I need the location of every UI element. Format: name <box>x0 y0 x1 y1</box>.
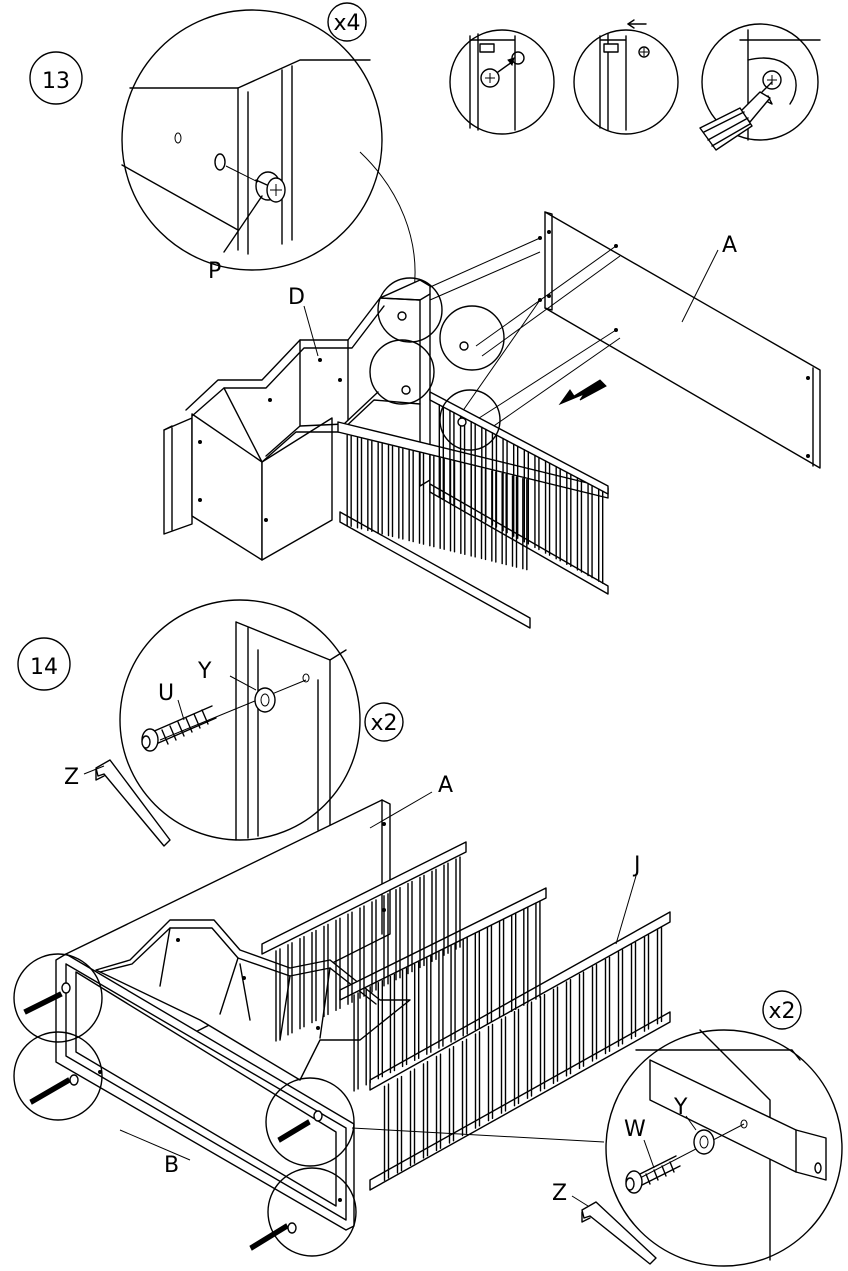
svg-text:D: D <box>288 285 305 310</box>
rail-slats-step13 <box>337 391 609 629</box>
joint-detail-circles-step13 <box>369 277 505 451</box>
svg-text:Z: Z <box>64 765 79 790</box>
step-13-detail-circle: P x4 <box>121 2 416 291</box>
push-panel-icon <box>573 19 679 135</box>
svg-text:J: J <box>632 853 641 878</box>
allen-key-z-right: Z <box>552 1181 657 1265</box>
svg-text:x2: x2 <box>768 999 795 1024</box>
svg-text:x2: x2 <box>370 711 397 736</box>
panel-a-step13: A <box>544 211 821 469</box>
step-14-number: 14 <box>17 637 71 691</box>
svg-text:Z: Z <box>552 1181 567 1206</box>
step-13-number: 13 <box>29 51 83 105</box>
svg-text:U: U <box>158 681 174 706</box>
step-13: 13 P x4 <box>29 2 821 629</box>
screwdriver-tighten-icon <box>699 23 821 151</box>
step-14: 14 Y U x2 <box>13 599 843 1267</box>
svg-text:14: 14 <box>30 655 58 680</box>
shelf-unit-d: D <box>185 285 421 561</box>
svg-text:Y: Y <box>673 1095 688 1120</box>
svg-text:A: A <box>438 773 453 798</box>
svg-text:Y: Y <box>197 659 212 684</box>
rails-step14: J <box>261 841 671 1191</box>
svg-text:13: 13 <box>42 69 70 94</box>
svg-text:W: W <box>624 1117 646 1142</box>
svg-text:P: P <box>208 259 221 284</box>
cam-insert-icon <box>449 29 555 135</box>
step-14-detail-circle-left: Y U x2 <box>119 599 404 841</box>
allen-key-z-left: Z <box>64 759 171 847</box>
step-14-detail-circle-right: Y W x2 <box>351 990 843 1267</box>
svg-text:B: B <box>164 1153 179 1178</box>
arrow-icon <box>558 379 607 406</box>
end-frame-b: B <box>55 953 355 1231</box>
svg-text:A: A <box>722 233 737 258</box>
joint-detail-circles-step14 <box>13 953 357 1257</box>
svg-text:x4: x4 <box>333 11 360 36</box>
shelves-step14 <box>95 919 411 1081</box>
alignment-lines-step13 <box>427 236 621 431</box>
